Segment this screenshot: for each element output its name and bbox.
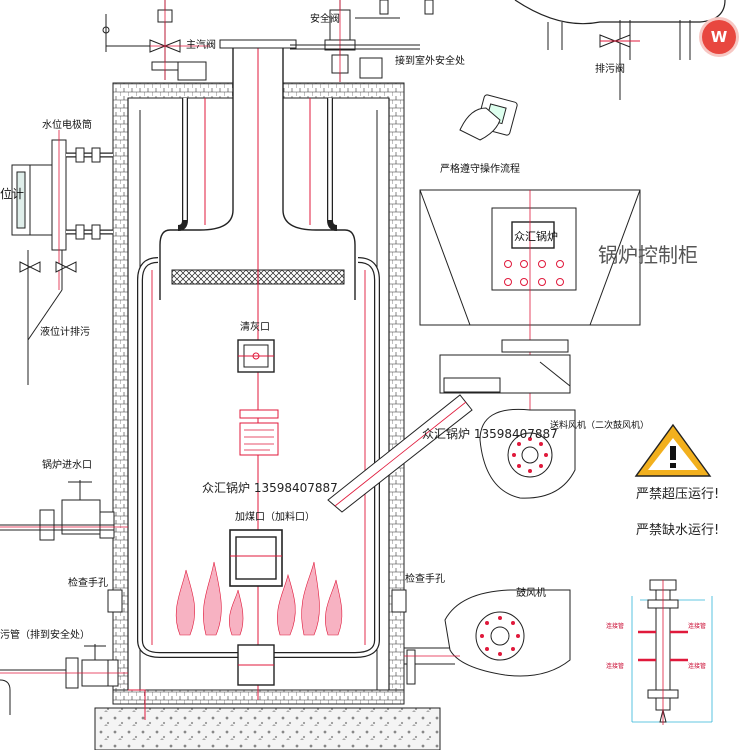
inspection-hole-right [391,589,407,613]
label-follow-procedure: 严格遵守操作流程 [440,162,520,175]
foundation [94,707,441,751]
induced-fan [444,589,571,677]
inset-label-4: 连接管 [688,662,706,670]
label-inspect-hole-right: 检查手孔 [405,572,445,585]
inset-label-1: 连接管 [606,622,624,630]
label-warn-overpressure: 严禁超压运行! [636,487,719,502]
burner-flames [175,561,343,636]
label-brand-panel: 众汇锅炉 [514,230,558,243]
label-level-gauge-drain: 液位计排污 [40,325,90,338]
sewage-valve [65,644,119,689]
label-water-level-probe: 水位电极筒 [42,118,92,131]
inset-label-2: 连接管 [688,622,706,630]
label-safety-valve: 安全阀 [310,12,340,25]
label-inspect-hole-left: 检查手孔 [68,576,108,589]
inspection-hole-left [107,589,123,613]
label-level-gauge: 位计 [0,186,24,201]
control-panel [491,207,577,291]
panel-display [511,221,555,249]
secondary-blower [479,408,576,499]
label-induced-fan: 鼓风机 [516,586,546,599]
panel-buttons [504,260,564,286]
label-main-valve: 主汽阀 [186,38,216,51]
brick-wall-right [282,82,405,701]
badge-label: W [710,28,728,46]
label-contact-1: 众汇锅炉 13598407887 [422,426,558,441]
inset-label-3: 连接管 [606,662,624,670]
label-drain-valve: 排污阀 [595,62,625,75]
hand-press-icon [459,94,518,141]
label-warn-lowwater: 严禁缺水运行! [636,523,719,538]
label-control-cabinet: 锅炉控制柜 [598,243,698,267]
label-inlet-port: 锅炉进水口 [42,459,92,471]
inlet-valve [39,480,115,541]
label-to-outdoor-safe: 接到室外安全处 [395,54,465,67]
main-steam-valve [102,0,181,80]
floating-action-button[interactable]: W [702,20,736,54]
label-feed-port: 加煤口（加料口） [235,510,315,523]
label-blower: 送料风机（二次鼓风机） [550,419,649,431]
label-sewage-pipe: 污管（排到安全处） [0,628,90,641]
label-cleaning-port: 清灰口 [240,320,270,333]
safety-valve [324,0,400,82]
feed-door [229,529,283,587]
label-contact-2: 众汇锅炉 13598407887 [202,480,338,495]
